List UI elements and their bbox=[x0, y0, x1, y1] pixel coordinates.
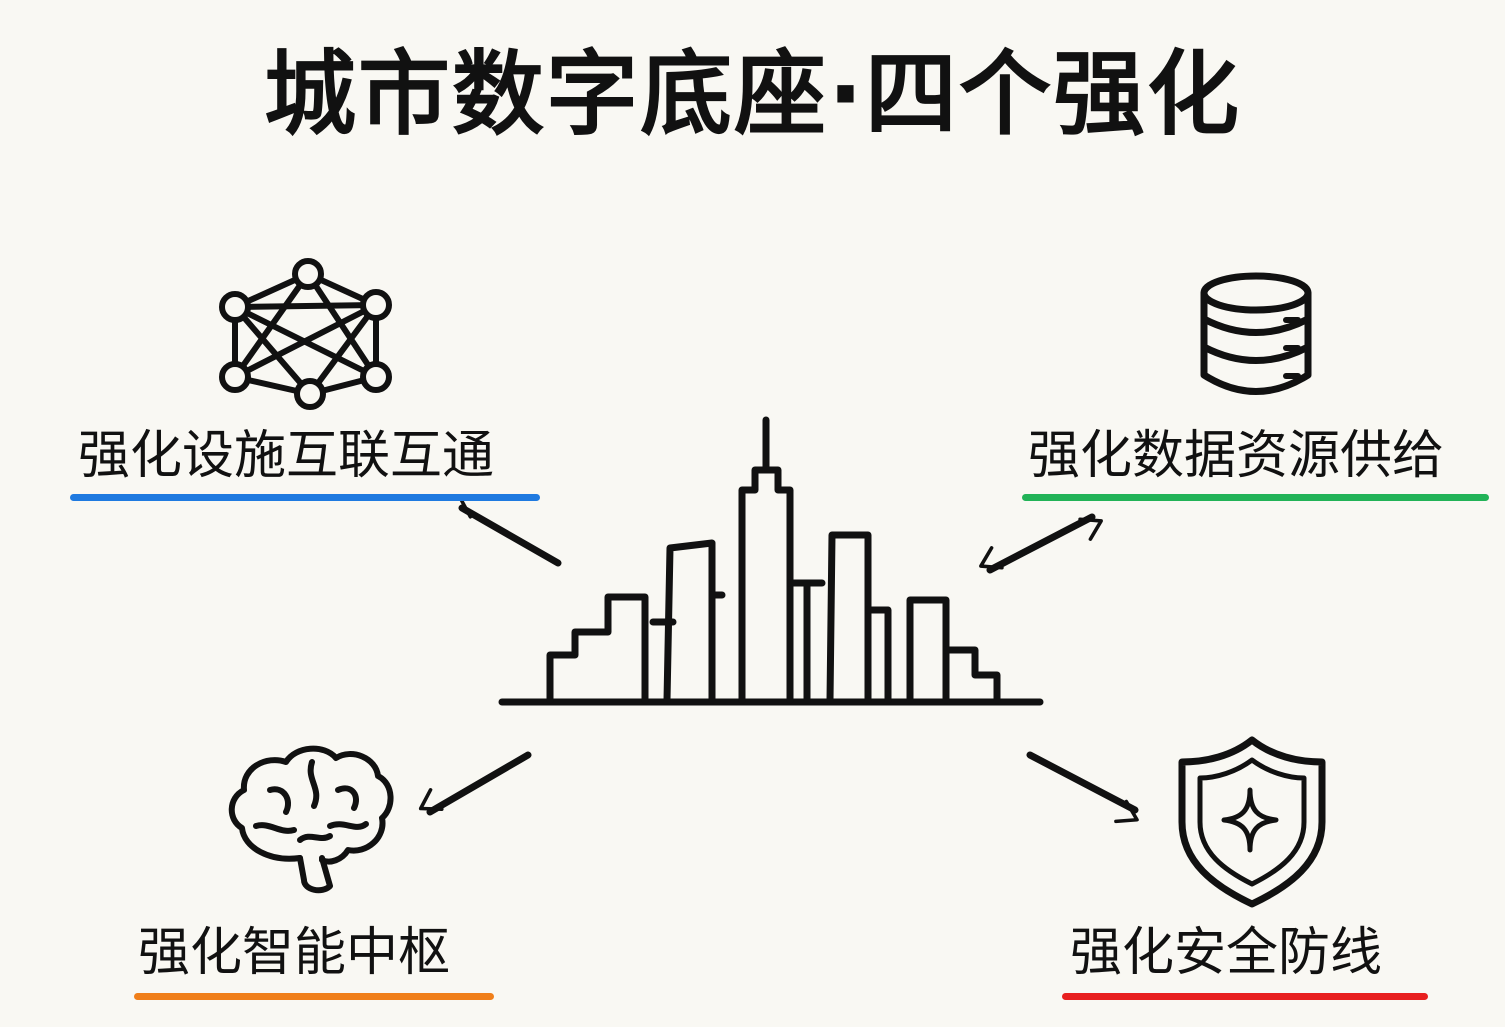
label-intelligent-hub: 强化智能中枢 bbox=[138, 923, 451, 983]
shield-icon bbox=[1178, 736, 1326, 908]
label-security: 强化安全防线 bbox=[1070, 923, 1383, 983]
neural-network-icon bbox=[219, 258, 392, 410]
page-title: 城市数字底座·四个强化 bbox=[264, 41, 1241, 148]
underline-intelligent-hub bbox=[134, 993, 494, 1000]
underline-data-resources bbox=[1022, 494, 1489, 501]
city-skyline-icon bbox=[498, 416, 1044, 706]
underline-infrastructure bbox=[70, 494, 540, 501]
arrow-data-bidirectional bbox=[979, 513, 1103, 574]
label-data-resources: 强化数据资源供给 bbox=[1028, 426, 1445, 486]
arrow-to-intelligence bbox=[418, 751, 532, 816]
database-icon bbox=[1200, 272, 1312, 395]
underline-security bbox=[1062, 993, 1428, 1000]
arrow-to-security bbox=[1026, 751, 1139, 824]
arrow-to-infrastructure bbox=[458, 495, 562, 567]
label-infrastructure: 强化设施互联互通 bbox=[78, 426, 495, 486]
brain-icon bbox=[228, 745, 394, 894]
